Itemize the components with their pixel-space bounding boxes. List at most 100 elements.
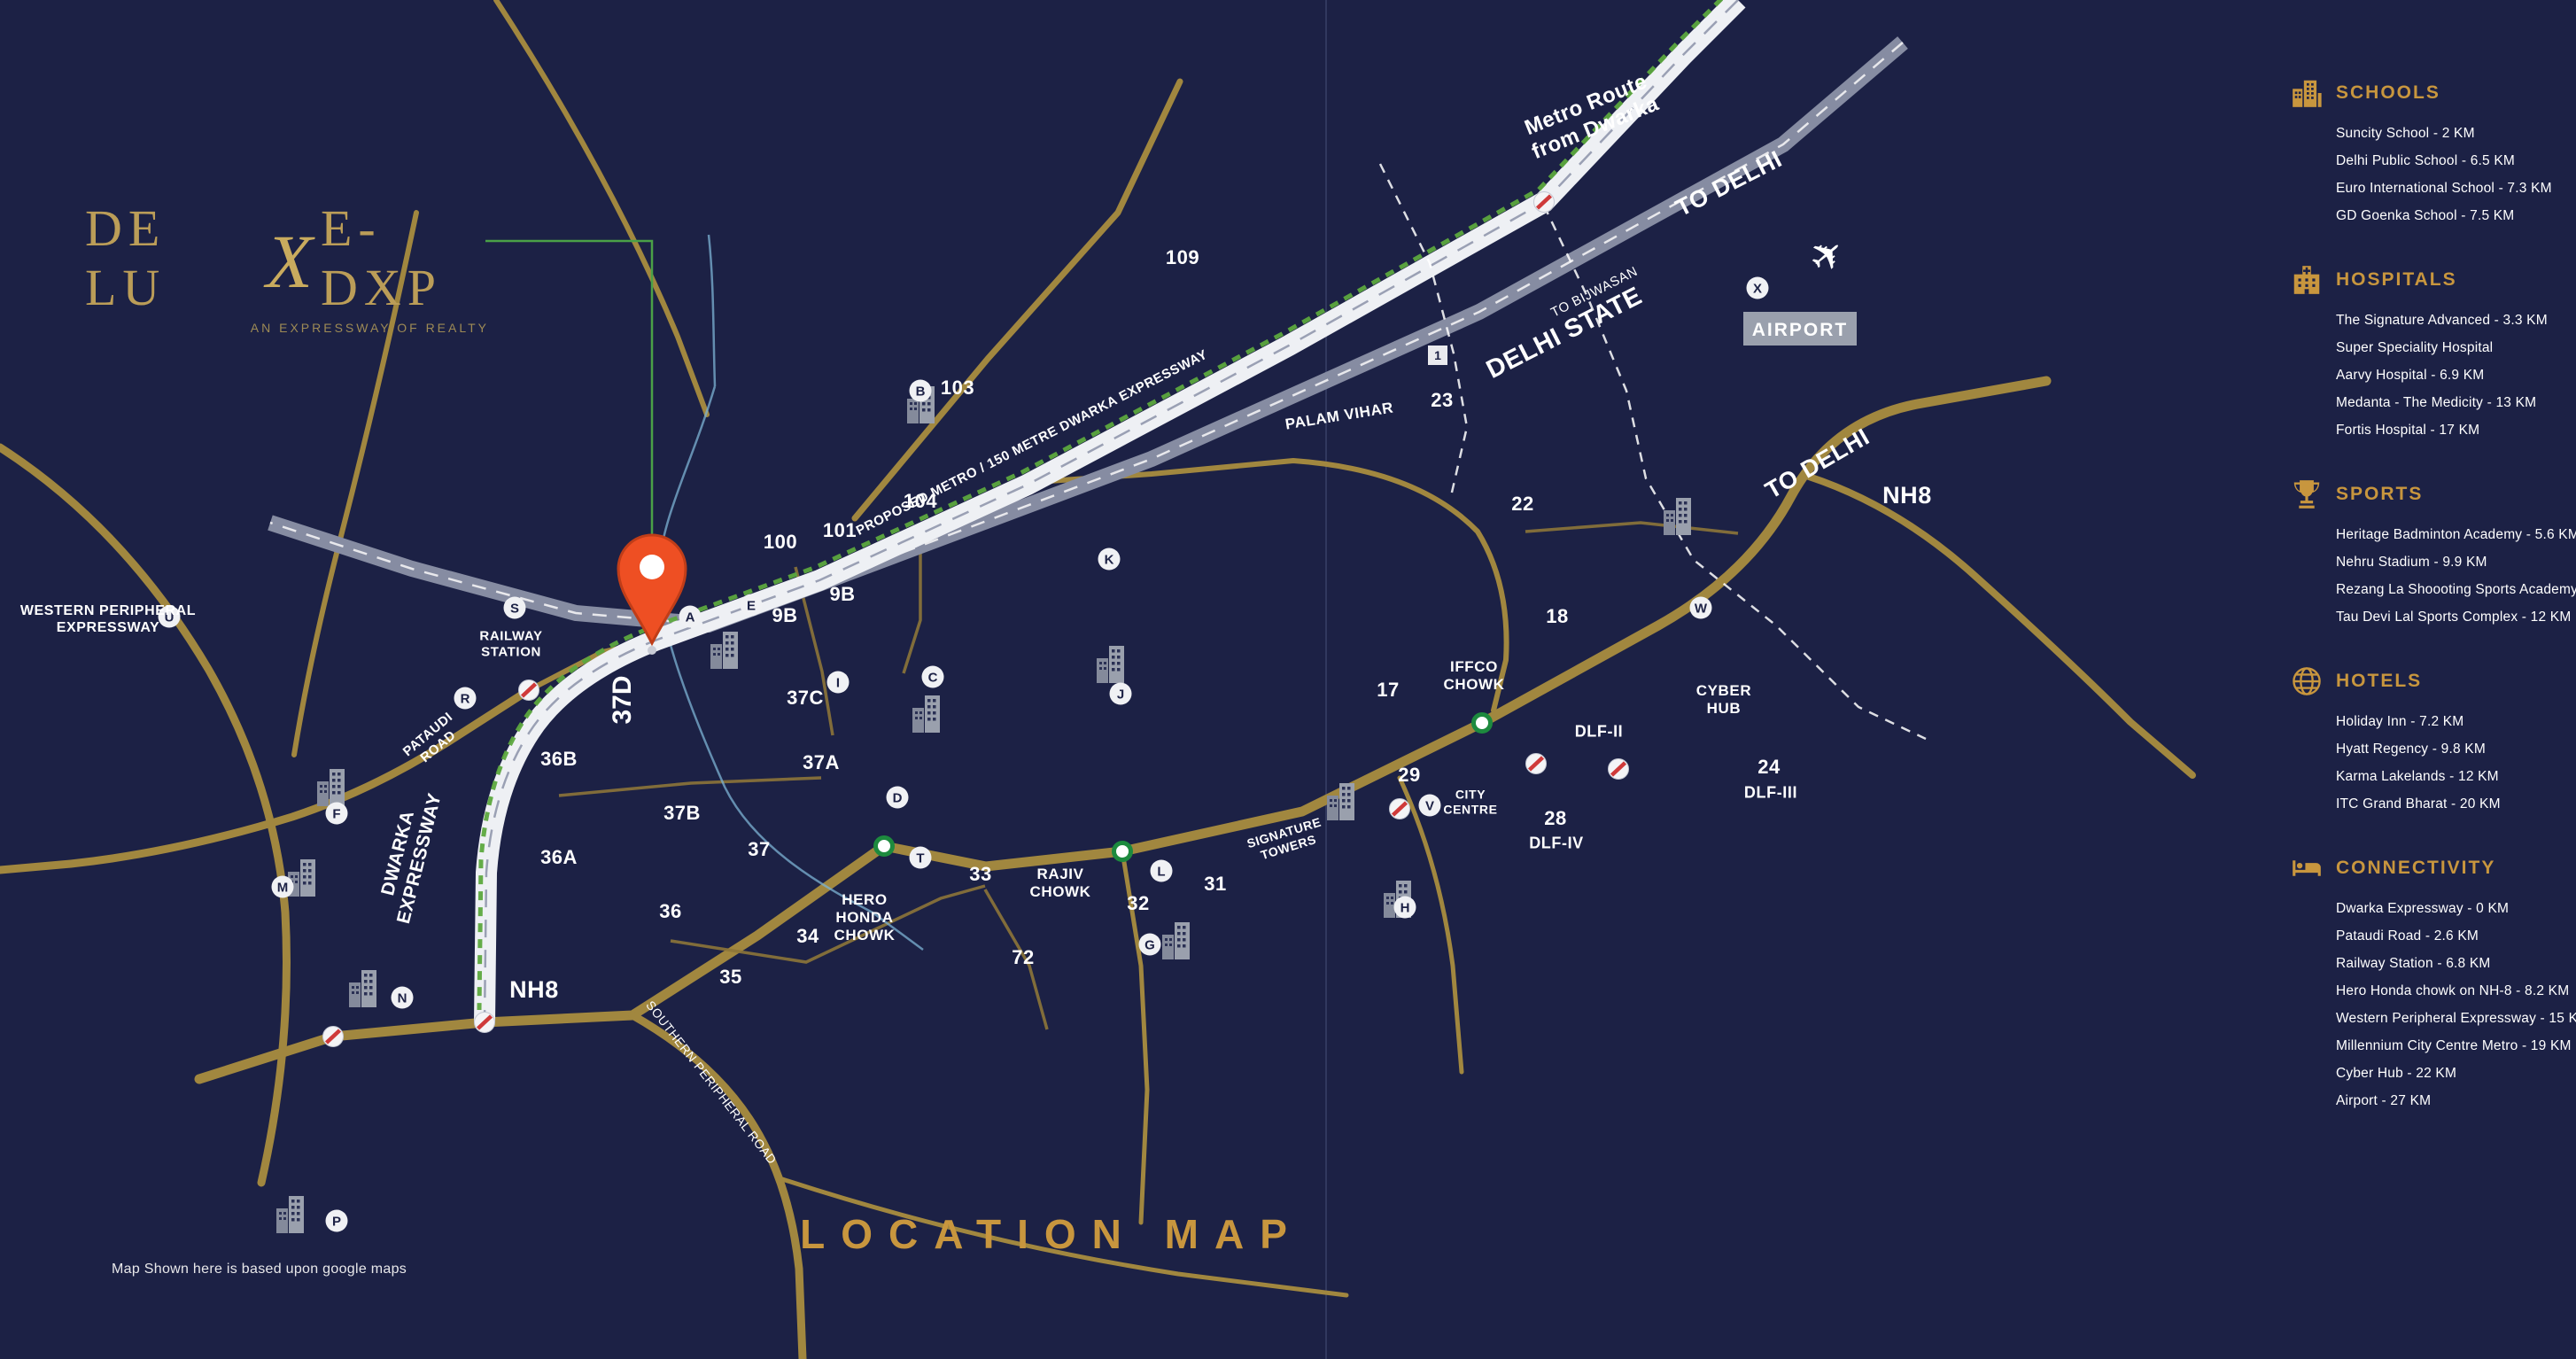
legend-item: Rezang La Shoooting Sports Academy - 10 …	[2336, 582, 2576, 597]
legend-section-hotels: HOTELS Holiday Inn - 7.2 KM Hyatt Regency …	[2290, 664, 2572, 812]
svg-text:B: B	[916, 384, 926, 400]
svg-text:V: V	[1425, 799, 1434, 814]
legend-item: Western Peripheral Expressway - 15 KM	[2336, 1011, 2576, 1026]
legend-item: ITC Grand Bharat - 20 KM	[2336, 796, 2501, 812]
crossing-icon	[1525, 753, 1547, 774]
crossing-icon	[322, 1026, 344, 1047]
junction-markers-layer	[873, 712, 1493, 862]
milestone-marker: 1	[1428, 346, 1447, 365]
legend-section-header: CONNECTIVITY	[2290, 851, 2572, 885]
letter-marker: H	[1393, 896, 1416, 919]
svg-text:S: S	[510, 602, 519, 617]
crossing-icon	[1608, 758, 1629, 780]
svg-text:L: L	[1157, 865, 1165, 880]
svg-text:N: N	[398, 991, 407, 1006]
letter-marker: C	[921, 665, 944, 688]
svg-text:P: P	[332, 1215, 341, 1230]
crossing-markers-layer	[322, 191, 1629, 1047]
map-title: LOCATION MAP	[800, 1211, 1303, 1257]
logo-pin-connector-line	[485, 239, 654, 535]
svg-text:T: T	[916, 851, 924, 866]
letter-marker: L	[1150, 859, 1173, 882]
legend-item: Delhi Public School - 6.5 KM	[2336, 153, 2516, 168]
legend-item: Heritage Badminton Academy - 5.6 KM	[2336, 527, 2576, 542]
waterway-lines	[657, 234, 924, 951]
letter-marker: E	[740, 594, 763, 617]
crossing-icon	[1533, 191, 1555, 213]
building-icon	[349, 970, 376, 1007]
airport-label-box	[1743, 312, 1857, 346]
crossing-icon	[518, 680, 539, 701]
legend-section-header: SCHOOLS	[2290, 76, 2572, 110]
legend-section-hospitals: HOSPITALS The Signature Advanced - 3.3 KM…	[2290, 263, 2572, 439]
road-western-peripheral	[0, 443, 291, 1187]
sector-roads	[558, 521, 1739, 1030]
map-disclaimer: Map Shown here is based upon google maps	[112, 1262, 407, 1277]
letter-marker: B	[909, 379, 932, 402]
svg-text:J: J	[1117, 687, 1124, 703]
junction-circle	[1471, 712, 1493, 734]
milestone-label: 1	[1434, 348, 1441, 362]
legend-item: Karma Lakelands - 12 KM	[2336, 769, 2499, 784]
legend-section-header: SPORTS	[2290, 478, 2572, 511]
building-icon	[1097, 646, 1124, 683]
svg-text:G: G	[1144, 938, 1155, 953]
globe-icon	[2290, 664, 2324, 698]
legend-section-title: HOSPITALS	[2336, 269, 2457, 290]
road-to-delhi-grey-centerline	[269, 42, 1904, 626]
road-pataudi	[0, 686, 533, 874]
legend-item: Medanta - The Medicity - 13 KM	[2336, 395, 2537, 410]
airport-label: AIRPORT	[1752, 320, 1849, 340]
legend-section-title: HOTELS	[2336, 671, 2423, 691]
gold-roads	[0, 0, 2196, 1359]
road-nh8	[194, 376, 2052, 1084]
letter-marker: U	[158, 605, 181, 628]
building-icon	[710, 632, 738, 669]
letter-marker: M	[271, 875, 294, 898]
svg-text:W: W	[1695, 602, 1708, 617]
letter-marker: I	[826, 671, 850, 694]
legend-item: Cyber Hub - 22 KM	[2336, 1066, 2457, 1081]
junction-circle	[873, 835, 895, 857]
legend-item: Hyatt Regency - 9.8 KM	[2336, 742, 2486, 757]
svg-text:M: M	[277, 881, 289, 896]
building-icon	[1327, 783, 1354, 820]
legend-item: Tau Devi Lal Sports Complex - 12 KM	[2336, 610, 2572, 625]
brand-logo-x: X	[266, 218, 319, 304]
legend-section-header: HOTELS	[2290, 664, 2572, 698]
svg-text:F: F	[332, 807, 340, 822]
svg-text:E: E	[747, 599, 756, 614]
letter-marker: N	[391, 986, 414, 1009]
airplane-icon: ✈	[1799, 227, 1855, 284]
svg-text:H: H	[1401, 901, 1410, 916]
letter-marker: D	[886, 786, 909, 809]
letter-marker: S	[503, 596, 526, 619]
letter-marker: R	[454, 687, 477, 710]
school-building-icon	[2290, 76, 2324, 110]
legend-item: Super Speciality Hospital	[2336, 340, 2494, 355]
letter-marker: K	[1098, 547, 1121, 571]
bed-road-icon	[2290, 851, 2324, 885]
letter-marker: F	[325, 802, 348, 825]
legend-section-header: HOSPITALS	[2290, 263, 2572, 297]
building-icon	[317, 769, 345, 806]
legend-item: GD Goenka School - 7.5 KM	[2336, 208, 2515, 223]
svg-text:C: C	[928, 671, 938, 686]
svg-text:D: D	[893, 791, 903, 806]
svg-text:R: R	[461, 692, 470, 707]
svg-text:A: A	[686, 610, 695, 625]
legend-item: Holiday Inn - 7.2 KM	[2336, 714, 2464, 729]
letter-marker: V	[1418, 794, 1441, 817]
legend-items: Holiday Inn - 7.2 KM Hyatt Regency - 9.8 …	[2290, 714, 2572, 812]
legend-section-title: CONNECTIVITY	[2336, 858, 2496, 878]
